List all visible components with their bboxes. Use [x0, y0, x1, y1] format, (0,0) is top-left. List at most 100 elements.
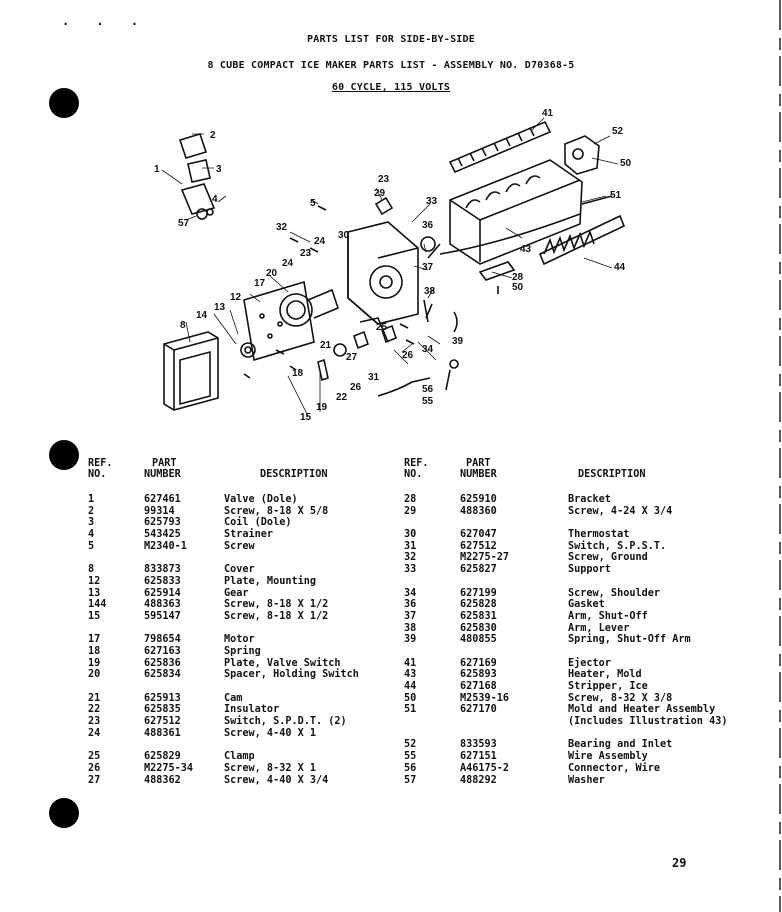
description-cell: Spacer, Holding Switch — [224, 669, 359, 681]
svg-text:1: 1 — [154, 164, 160, 175]
description-cell: Screw, 4-40 X 1 — [224, 727, 317, 739]
part-number-cell: 625914 — [144, 587, 181, 599]
ref-cell: 39 — [404, 634, 417, 646]
description-cell: Valve (Dole) — [224, 494, 298, 505]
svg-text:17: 17 — [254, 278, 266, 289]
svg-text:26: 26 — [350, 382, 362, 393]
description-cell: Screw, 8-18 X 1/2 — [224, 599, 329, 611]
title-line-2: 8 CUBE COMPACT ICE MAKER PARTS LIST - AS… — [207, 60, 575, 71]
ref-cell: 4 — [88, 529, 95, 541]
part-number-cell: M2275-34 — [144, 762, 194, 774]
svg-text:34: 34 — [422, 344, 434, 355]
svg-text:30: 30 — [338, 230, 350, 241]
svg-text:12: 12 — [230, 292, 242, 303]
part-number-cell: M2275-27 — [460, 552, 510, 564]
part-number-cell: 627151 — [460, 751, 497, 763]
part-number-cell: 833873 — [144, 564, 181, 576]
part-number-cell: 627169 — [460, 657, 497, 669]
description-cell: Screw, 4-24 X 3/4 — [568, 505, 673, 517]
svg-text:52: 52 — [612, 126, 624, 137]
table-row: 41 627169 Ejector — [404, 658, 734, 670]
row-spacer — [88, 739, 388, 751]
part-header-2: NUMBER — [460, 469, 497, 480]
part-number-cell: 625829 — [144, 751, 181, 763]
part-number-cell: M2539-16 — [460, 692, 510, 704]
description-cell: Gasket — [568, 599, 605, 611]
part-number-cell: A46175-2 — [460, 762, 510, 774]
part-number-cell: 625834 — [144, 669, 181, 681]
ref-cell: 5 — [88, 540, 95, 552]
svg-text:20: 20 — [266, 268, 278, 279]
description-cell: Screw, 8-18 X 1/2 — [224, 610, 329, 622]
svg-text:28: 28 — [512, 272, 524, 283]
part-number-cell: 480855 — [460, 634, 497, 646]
svg-text:27: 27 — [346, 352, 358, 363]
part-number-cell: 488361 — [144, 727, 181, 739]
svg-text:8: 8 — [180, 320, 186, 331]
part-number-cell: 833593 — [460, 739, 497, 751]
table-header: REF. NO. PART NUMBER DESCRIPTION — [404, 458, 734, 494]
description-cell: Gear — [224, 587, 249, 599]
description-cell: Ejector — [568, 657, 611, 669]
part-number-cell: 627512 — [144, 716, 181, 728]
row-spacer — [88, 623, 388, 635]
svg-text:56: 56 — [422, 384, 434, 395]
svg-text:51: 51 — [610, 190, 622, 201]
description-cell: Heater, Mold — [568, 669, 642, 681]
svg-text:13: 13 — [214, 302, 226, 313]
ref-cell: 37 — [404, 610, 417, 622]
description-cell: Bearing and Inlet — [568, 739, 673, 751]
page-number: 29 — [672, 856, 687, 870]
description-cell: Screw, 8-32 X 3/8 — [568, 692, 673, 704]
row-spacer — [88, 681, 388, 693]
part-number-cell: M2340-1 — [144, 540, 187, 552]
description-cell: Cover — [224, 564, 255, 576]
description-cell: (Includes Illustration 43) — [568, 716, 728, 728]
ref-cell: 32 — [404, 552, 417, 564]
description-cell: Screw, 8-32 X 1 — [224, 762, 317, 774]
title-line-1: PARTS LIST FOR SIDE-BY-SIDE — [307, 34, 475, 45]
part-number-cell: 488362 — [144, 774, 181, 786]
svg-text:55: 55 — [422, 396, 434, 407]
ref-cell: 18 — [88, 645, 101, 657]
part-number-cell: 798654 — [144, 634, 181, 646]
ref-cell: 38 — [404, 622, 417, 634]
row-spacer — [404, 517, 734, 529]
svg-text:21: 21 — [320, 340, 332, 351]
description-cell: Spring, Shut-Off Arm — [568, 634, 691, 646]
ref-cell: 41 — [404, 657, 417, 669]
ref-cell: 52 — [404, 739, 417, 751]
description-cell: Switch, S.P.S.T. — [568, 540, 667, 552]
part-number-cell: 625910 — [460, 494, 497, 505]
ref-header-1: REF. — [404, 458, 429, 469]
part-number-cell: 627512 — [460, 540, 497, 552]
description-cell: Connector, Wire — [568, 762, 661, 774]
exploded-assembly-diagram: 1 2 3 57 4 5 23 29 33 41 52 50 51 36 43 … — [154, 108, 632, 423]
description-cell: Arm, Lever — [568, 622, 630, 634]
ref-cell: 1 — [88, 494, 95, 505]
svg-text:29: 29 — [374, 188, 386, 199]
description-cell: Stripper, Ice — [568, 681, 648, 692]
description-cell: Switch, S.P.D.T. (2) — [224, 716, 347, 728]
svg-text:23: 23 — [300, 248, 312, 259]
description-cell: Screw — [224, 540, 255, 552]
description-cell: Coil (Dole) — [224, 517, 292, 529]
ref-cell: 12 — [88, 575, 101, 587]
svg-text:3: 3 — [216, 164, 222, 175]
description-cell: Bracket — [568, 494, 611, 505]
part-number-cell: 625836 — [144, 657, 181, 669]
description-cell: Screw, 4-40 X 3/4 — [224, 774, 329, 786]
